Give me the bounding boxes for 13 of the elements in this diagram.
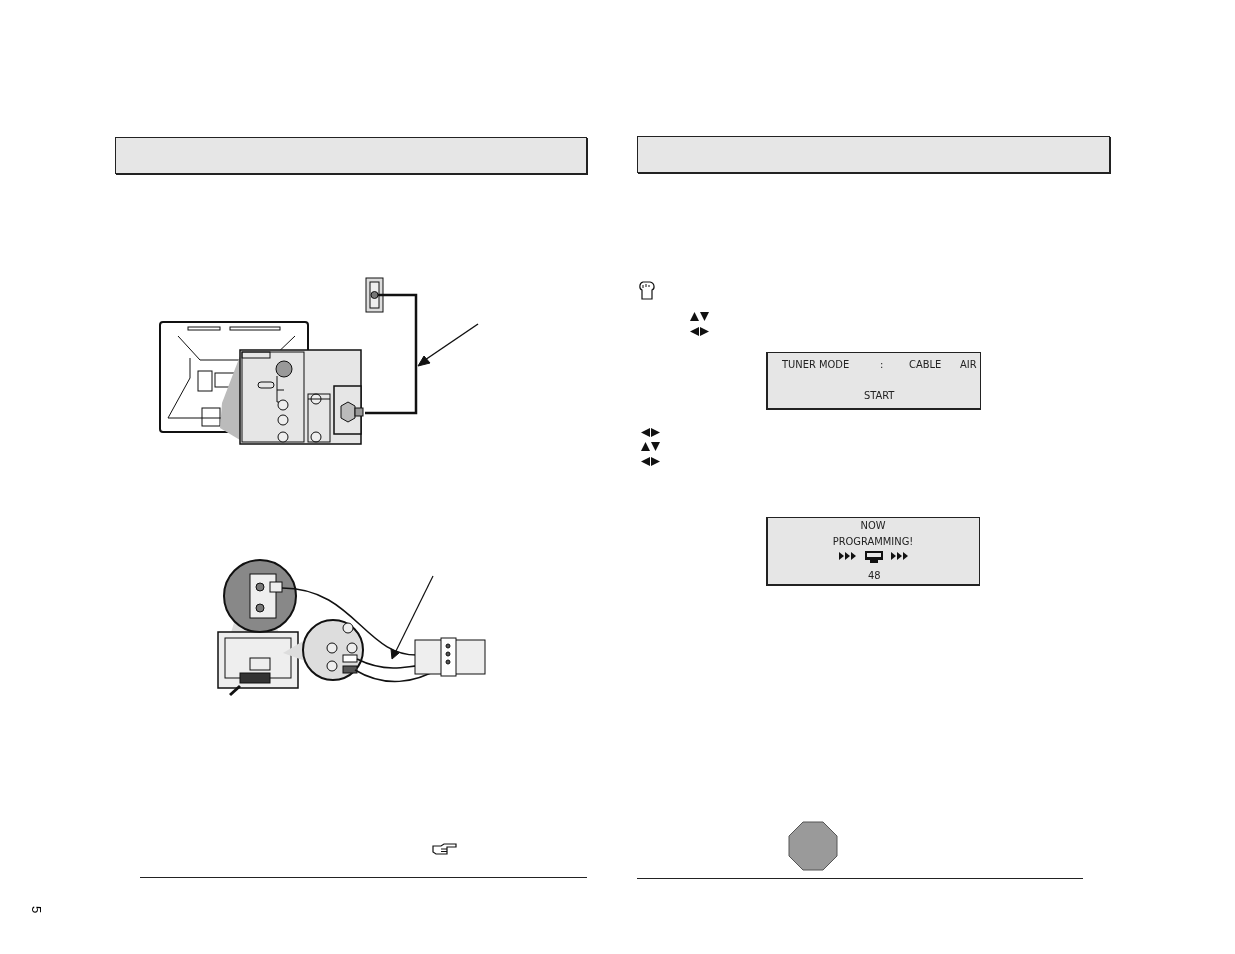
screen-text: AIR	[960, 358, 977, 371]
on-screen-menu	[766, 352, 981, 410]
screen-text: CABLE	[909, 358, 942, 371]
screen-text: NOW PROGRAMMING!	[831, 518, 915, 550]
screen-text: 48	[868, 569, 881, 582]
screen-text: START	[864, 389, 895, 402]
screen-text: TUNER MODE	[782, 358, 850, 371]
screen-text: :	[880, 358, 884, 371]
section-header-bar	[637, 136, 1110, 173]
stop-sign	[789, 822, 837, 870]
on-screen-menu	[766, 517, 980, 586]
page-number: 5	[29, 905, 45, 914]
section-header-bar	[115, 137, 587, 174]
